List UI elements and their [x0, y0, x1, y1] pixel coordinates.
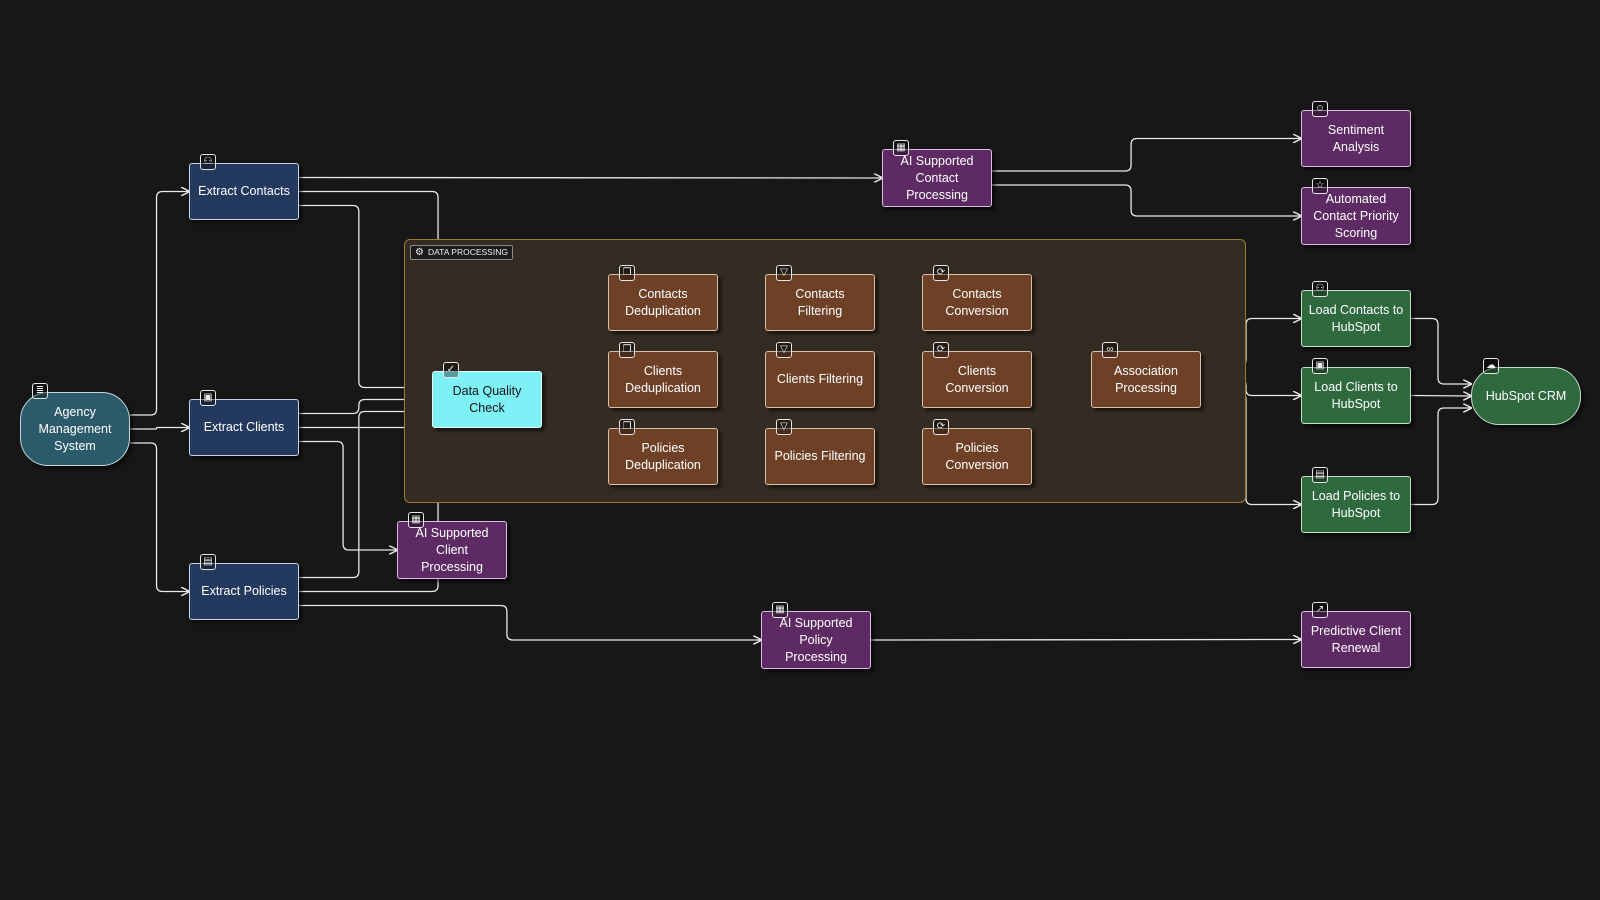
- briefcase-icon: ▣: [1312, 358, 1328, 374]
- refresh-icon: ⟳: [933, 265, 949, 281]
- node-label: Load Clients to HubSpot: [1314, 379, 1398, 411]
- node-clients-conv[interactable]: Clients Conversion: [922, 351, 1032, 408]
- node-label: Clients Conversion: [945, 363, 1009, 395]
- node-label: HubSpot CRM: [1485, 388, 1567, 403]
- gear-icon: ⚙: [415, 247, 424, 258]
- check-circle-icon: ✓: [443, 362, 459, 378]
- data-processing-group-label: ⚙ DATA PROCESSING: [410, 245, 513, 260]
- edge-agency-to-extract-policies: [130, 442, 189, 592]
- document-plus-icon: ▤: [1312, 467, 1328, 483]
- edge-ai-contact-to-priority: [992, 184, 1301, 216]
- node-extract-clients[interactable]: Extract Clients: [189, 399, 299, 456]
- cloud-icon: ☁: [1483, 358, 1499, 374]
- node-label: Policies Conversion: [945, 440, 1009, 472]
- cpu-icon: ▦: [893, 140, 909, 156]
- user-plus-icon: ⚇: [1312, 281, 1328, 297]
- node-extract-contacts[interactable]: Extract Contacts: [189, 163, 299, 220]
- edge-load-policies-to-hubspot: [1411, 408, 1471, 506]
- copy-icon: ❐: [619, 265, 635, 281]
- smile-icon: ☺: [1312, 101, 1328, 117]
- node-label: Predictive Client Renewal: [1310, 623, 1402, 655]
- node-contacts-filter[interactable]: Contacts Filtering: [765, 274, 875, 331]
- node-clients-dedup[interactable]: Clients Deduplication: [608, 351, 718, 408]
- node-renewal[interactable]: Predictive Client Renewal: [1301, 611, 1411, 668]
- node-data-quality[interactable]: Data Quality Check: [432, 371, 542, 428]
- star-icon: ☆: [1312, 178, 1328, 194]
- node-clients-filter[interactable]: Clients Filtering: [765, 351, 875, 408]
- edge-extract-contacts-to-ai-contact: [298, 178, 882, 179]
- node-label: Extract Clients: [203, 420, 285, 434]
- node-label: Clients Deduplication: [625, 363, 701, 395]
- node-label: AI Supported Contact Processing: [900, 153, 974, 202]
- filter-icon: ▽: [776, 265, 792, 281]
- node-ai-client[interactable]: AI Supported Client Processing: [397, 521, 507, 579]
- node-label: Association Processing: [1114, 363, 1178, 395]
- edge-extract-contacts-to-data-quality: [299, 204, 432, 388]
- users-icon: ⚇: [200, 154, 216, 170]
- node-policies-dedup[interactable]: Policies Deduplication: [608, 428, 718, 485]
- node-ai-contact[interactable]: AI Supported Contact Processing: [882, 149, 992, 207]
- node-load-policies[interactable]: Load Policies to HubSpot: [1301, 476, 1411, 533]
- edge-extract-clients-to-ai-client: [299, 440, 397, 551]
- edge-extract-policies-to-data-quality: [299, 412, 432, 579]
- node-ai-policy[interactable]: AI Supported Policy Processing: [761, 611, 871, 669]
- node-policies-conv[interactable]: Policies Conversion: [922, 428, 1032, 485]
- refresh-icon: ⟳: [933, 419, 949, 435]
- edge-load-contacts-to-hubspot: [1411, 317, 1471, 385]
- edge-ai-policy-to-renewal: [870, 640, 1301, 641]
- filter-icon: ▽: [776, 419, 792, 435]
- node-hubspot[interactable]: HubSpot CRM: [1471, 367, 1581, 425]
- database-icon: ≣: [32, 383, 48, 399]
- node-label: Data Quality Check: [452, 383, 522, 415]
- node-label: Policies Filtering: [774, 449, 866, 463]
- node-label: Agency Management System: [38, 404, 112, 453]
- node-label: Extract Contacts: [198, 184, 290, 198]
- briefcase-icon: ▣: [200, 390, 216, 406]
- node-label: Sentiment Analysis: [1327, 122, 1385, 154]
- node-label: Contacts Deduplication: [625, 286, 701, 318]
- node-label: Policies Deduplication: [625, 440, 701, 472]
- copy-icon: ❐: [619, 342, 635, 358]
- node-policies-filter[interactable]: Policies Filtering: [765, 428, 875, 485]
- node-label: Automated Contact Priority Scoring: [1313, 191, 1399, 240]
- node-contacts-conv[interactable]: Contacts Conversion: [922, 274, 1032, 331]
- edge-extract-policies-to-ai-policy: [299, 604, 761, 641]
- refresh-icon: ⟳: [933, 342, 949, 358]
- node-priority[interactable]: Automated Contact Priority Scoring: [1301, 187, 1411, 245]
- edge-load-clients-to-hubspot: [1410, 396, 1471, 397]
- edge-ai-contact-to-sentiment: [992, 139, 1301, 172]
- link-icon: ∞: [1102, 342, 1118, 358]
- node-label: AI Supported Client Processing: [415, 525, 489, 574]
- node-load-clients[interactable]: Load Clients to HubSpot: [1301, 367, 1411, 424]
- node-label: Contacts Filtering: [795, 286, 845, 318]
- node-agency[interactable]: Agency Management System: [20, 392, 130, 466]
- cpu-icon: ▦: [408, 512, 424, 528]
- node-label: Contacts Conversion: [945, 286, 1009, 318]
- node-label: Load Policies to HubSpot: [1311, 488, 1401, 520]
- node-label: Load Contacts to HubSpot: [1308, 302, 1404, 334]
- node-association[interactable]: Association Processing: [1091, 351, 1201, 408]
- edge-extract-clients-to-data-quality: [299, 400, 432, 415]
- edge-agency-to-extract-clients: [130, 428, 189, 430]
- trending-up-icon: ↗: [1312, 602, 1328, 618]
- filter-icon: ▽: [776, 342, 792, 358]
- copy-icon: ❐: [619, 419, 635, 435]
- cpu-icon: ▦: [772, 602, 788, 618]
- document-icon: ▤: [200, 554, 216, 570]
- node-extract-policies[interactable]: Extract Policies: [189, 563, 299, 620]
- node-label: Extract Policies: [201, 584, 287, 598]
- node-label: AI Supported Policy Processing: [779, 615, 853, 664]
- node-sentiment[interactable]: Sentiment Analysis: [1301, 110, 1411, 167]
- edge-agency-to-extract-contacts: [130, 192, 189, 416]
- node-load-contacts[interactable]: Load Contacts to HubSpot: [1301, 290, 1411, 347]
- node-label: Clients Filtering: [776, 372, 864, 386]
- node-contacts-dedup[interactable]: Contacts Deduplication: [608, 274, 718, 331]
